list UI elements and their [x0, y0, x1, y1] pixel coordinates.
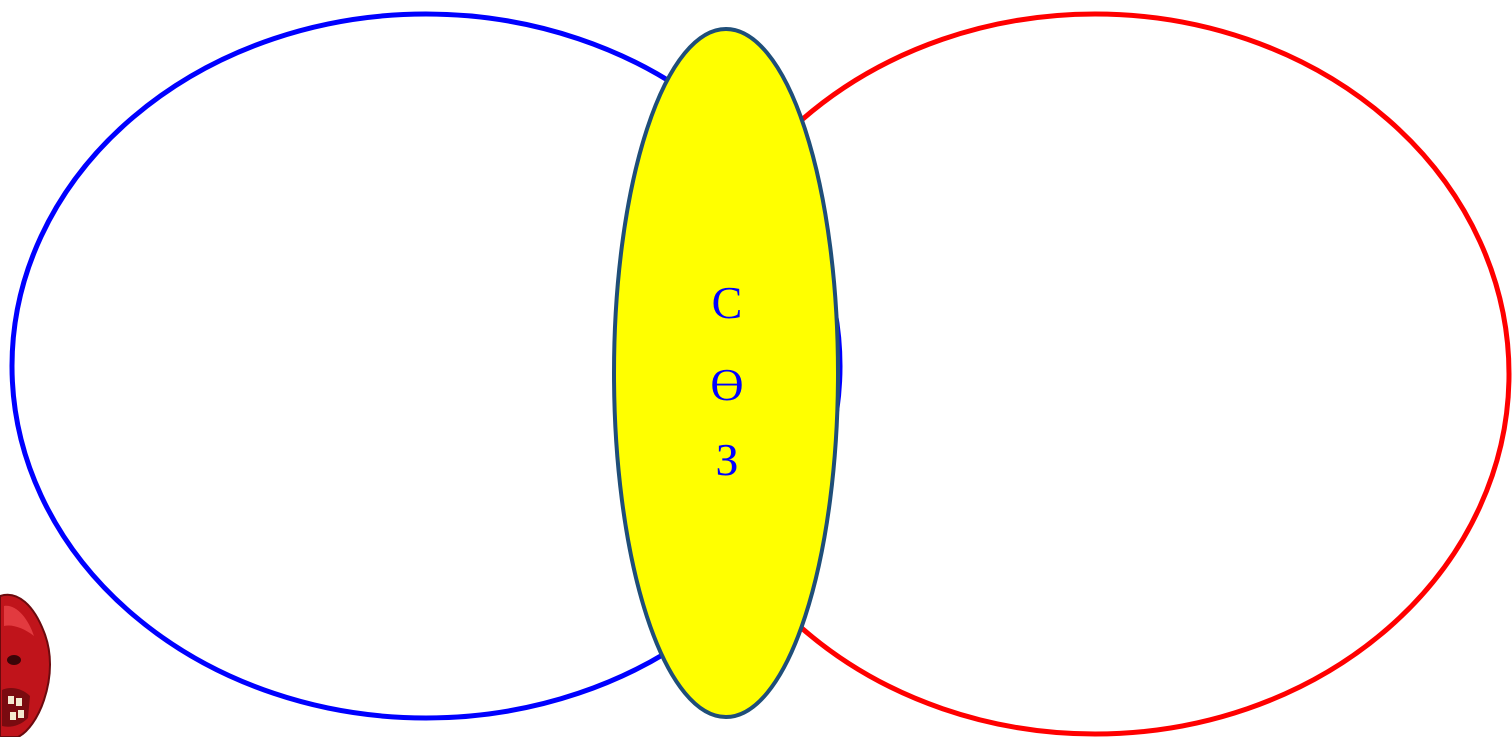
- center-label-letter-2: Ө: [710, 359, 743, 410]
- left-ellipse: [9, 11, 843, 721]
- center-label-letter-3: З: [715, 434, 738, 485]
- center-ellipse: [612, 27, 840, 719]
- red-creature-icon: [0, 593, 51, 737]
- center-label-letter-1: С: [712, 277, 743, 328]
